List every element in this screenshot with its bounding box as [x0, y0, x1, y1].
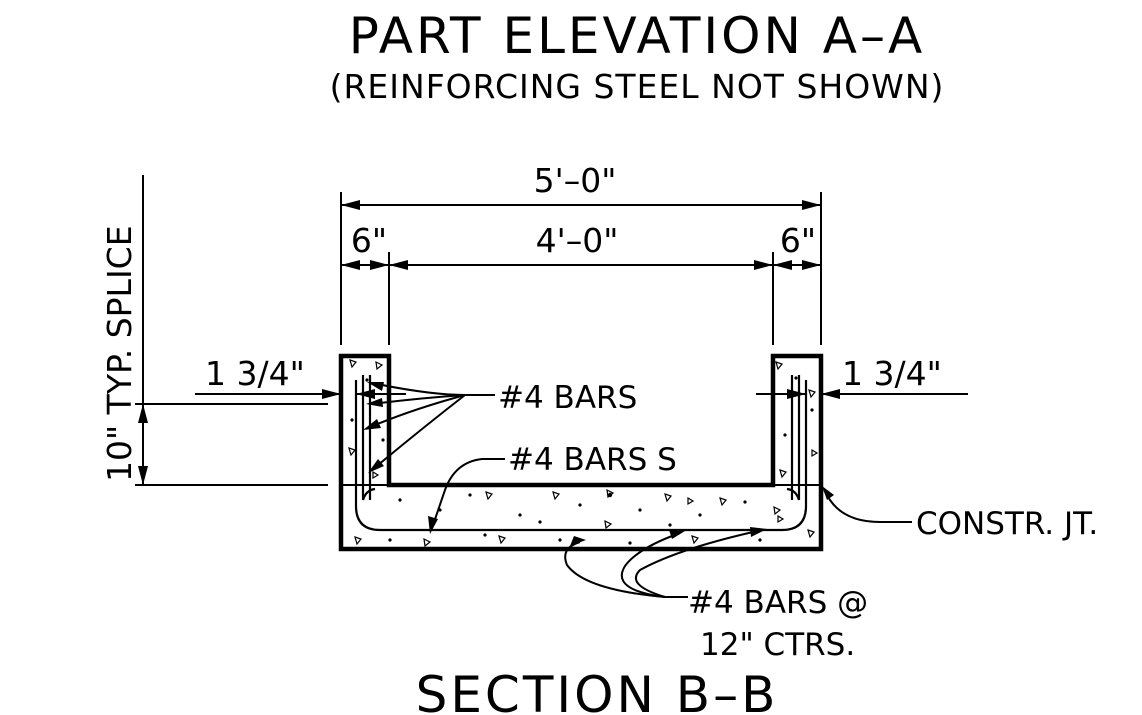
section-title: SECTION B–B	[416, 666, 779, 715]
joint-leader	[822, 486, 912, 523]
slab-bars-label: #4 BARS S	[508, 442, 677, 478]
drawing-title: PART ELEVATION A–A	[349, 7, 925, 65]
splice-dimension	[135, 175, 328, 486]
wall-dimension-line	[341, 260, 821, 270]
right-wall-label: 6"	[780, 221, 816, 260]
concrete-hatch	[348, 359, 819, 548]
drawing-subtitle: (REINFORCING STEEL NOT SHOWN)	[330, 67, 945, 106]
left-wall-label: 6"	[351, 221, 387, 260]
overall-width-label: 5'–0"	[534, 161, 617, 200]
bottom-bars-label-line2: 12" CTRS.	[700, 627, 855, 663]
wall-bars-leader	[363, 382, 495, 473]
bottom-bars-leader	[564, 527, 767, 598]
overall-width-dimension	[341, 200, 821, 210]
bottom-bars-label-line1: #4 BARS @	[688, 585, 868, 621]
left-cover-label: 1 3/4"	[205, 354, 305, 393]
joint-label: CONSTR. JT.	[916, 506, 1098, 542]
right-cover-dimension	[756, 389, 968, 399]
inner-width-label: 4'–0"	[536, 221, 619, 260]
concrete-outline	[338, 353, 824, 552]
splice-label: 10" TYP. SPLICE	[100, 225, 139, 482]
left-cover-dimension	[195, 389, 406, 399]
wall-bars-label: #4 BARS	[498, 380, 637, 416]
slab-bars-leader	[428, 458, 505, 534]
right-cover-label: 1 3/4"	[842, 354, 942, 393]
extension-lines	[340, 192, 822, 345]
